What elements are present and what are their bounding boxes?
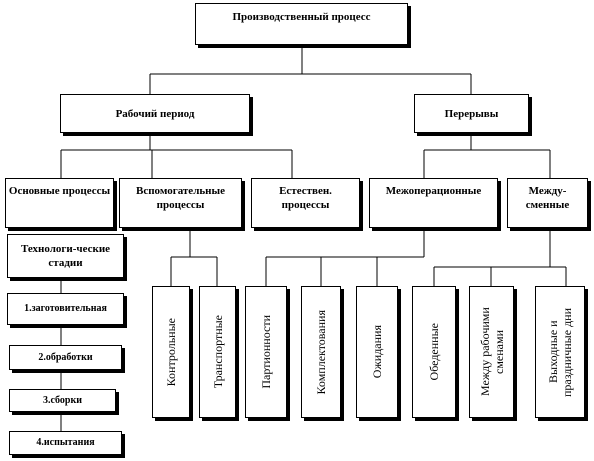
auxiliary-type-box: Транспортные xyxy=(199,286,236,418)
root-process-label: Производственный процесс xyxy=(232,11,371,23)
working-period-label: Рабочий период xyxy=(115,107,195,120)
stage-box: 2.обработки xyxy=(9,345,122,370)
interoperational-box: Межоперационные xyxy=(369,178,498,228)
main-processes-box: Основные процессы xyxy=(5,178,114,228)
tech-stages-box: Технологи-ческие стадии xyxy=(7,234,124,278)
intershift-label: Между-сменные xyxy=(525,185,570,211)
interoperational-label: Межоперационные xyxy=(385,185,482,197)
interoperational-type-label: Комплектования xyxy=(314,309,328,395)
auxiliary-processes-box: Вспомогательные процессы xyxy=(119,178,242,228)
tech-stages-label: Технологи-ческие стадии xyxy=(20,243,111,269)
interoperational-type-box: Партионности xyxy=(245,286,287,418)
intershift-type-box: Выходные и праздничные дни xyxy=(535,286,585,418)
breaks-label: Перерывы xyxy=(444,107,499,120)
auxiliary-type-label: Контрольные xyxy=(164,317,178,387)
stage-label: 4.испытания xyxy=(36,437,95,448)
stage-box: 4.испытания xyxy=(9,431,122,455)
auxiliary-processes-label: Вспомогательные процессы xyxy=(136,185,225,211)
interoperational-type-box: Комплектования xyxy=(301,286,341,418)
stage-box: 1.заготовительная xyxy=(7,293,124,325)
interoperational-type-label: Ожидания xyxy=(370,325,384,379)
stage-box: 3.сборки xyxy=(9,389,116,412)
intershift-type-label: Обеденные xyxy=(427,323,441,381)
stage-label: 3.сборки xyxy=(42,394,82,406)
auxiliary-type-label: Транспортные xyxy=(210,315,225,389)
stage-label: 2.обработки xyxy=(38,351,93,363)
working-period-box: Рабочий период xyxy=(60,94,250,133)
auxiliary-type-box: Контрольные xyxy=(152,286,190,418)
stage-label: 1.заготовительная xyxy=(24,303,107,314)
interoperational-type-box: Ожидания xyxy=(356,286,398,418)
intershift-type-box: Обеденные xyxy=(412,286,456,418)
natural-processes-box: Естествен. процессы xyxy=(251,178,360,228)
intershift-type-box: Между рабочими сменами xyxy=(469,286,514,418)
root-process-box: Производственный процесс xyxy=(195,3,408,45)
interoperational-type-label: Партионности xyxy=(259,315,273,389)
main-processes-label: Основные процессы xyxy=(8,185,111,197)
breaks-box: Перерывы xyxy=(414,94,529,133)
natural-processes-label: Естествен. процессы xyxy=(279,185,332,211)
intershift-box: Между-сменные xyxy=(507,178,588,228)
intershift-type-label: Между рабочими сменами xyxy=(477,307,506,397)
intershift-type-label: Выходные и праздничные дни xyxy=(546,307,574,397)
